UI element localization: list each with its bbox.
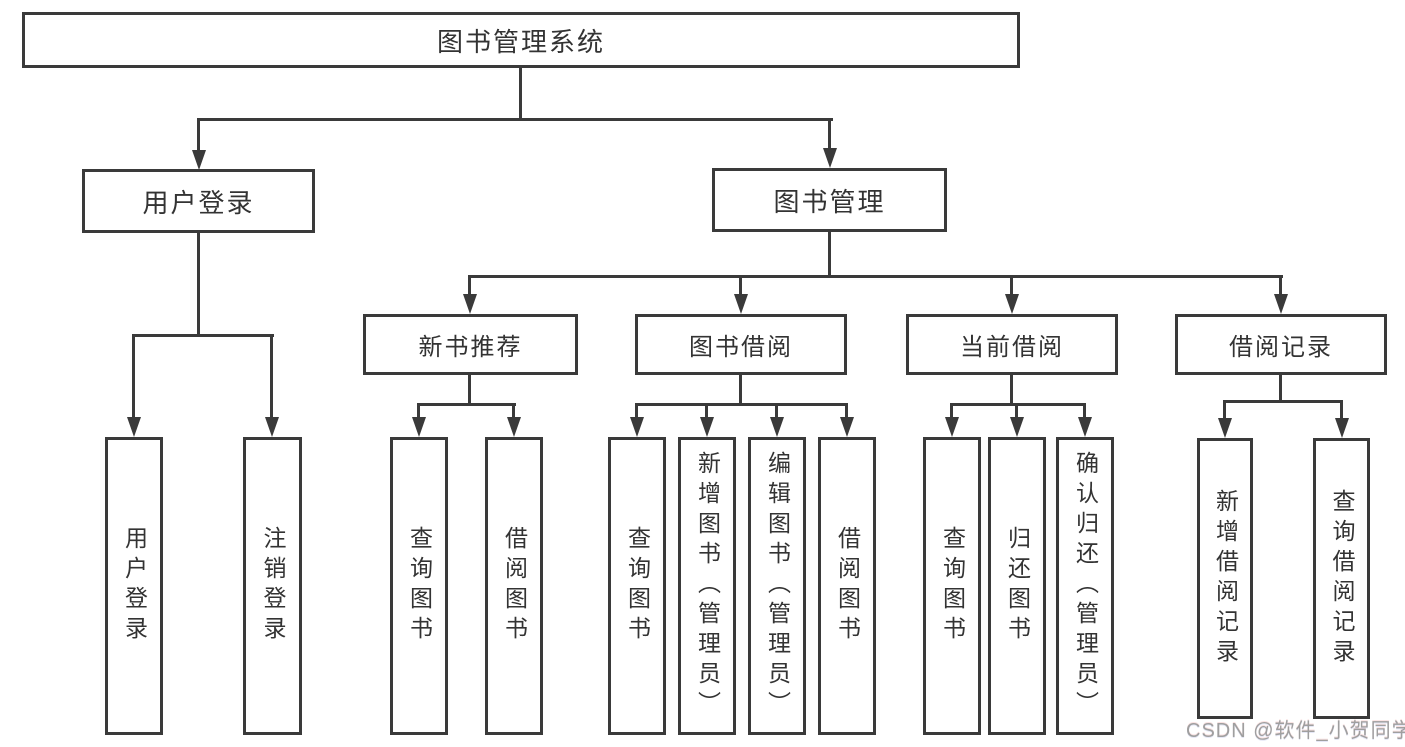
connector-line [775, 403, 778, 419]
connector-line [1279, 372, 1282, 403]
arrow-down-icon [192, 150, 206, 170]
leaf-logout: 注销登录 [243, 437, 302, 735]
node-label: 新书推荐 [418, 334, 523, 361]
node-label: 借阅图书 [501, 526, 528, 646]
connector-line [828, 229, 831, 278]
node-label: 用户登录 [142, 187, 255, 218]
connector-line [1223, 400, 1226, 419]
arrow-down-icon [734, 294, 748, 314]
connector-line [1015, 403, 1018, 419]
connector-line [132, 334, 135, 419]
arrow-down-icon [412, 417, 426, 437]
arrow-down-icon [127, 417, 141, 437]
leaf-query-books-borrowing: 查询图书 [608, 437, 666, 735]
leaf-add-book-admin: 新增图书（管理员） [678, 437, 736, 735]
node-book-management-system: 图书管理系统 [22, 12, 1020, 68]
connector-line [635, 403, 848, 406]
connector-line [468, 275, 471, 296]
leaf-confirm-return-admin: 确认归还（管理员） [1056, 437, 1114, 735]
node-label: 用户登录 [121, 526, 148, 646]
connector-line [1279, 275, 1282, 296]
node-label: 新增借阅记录 [1212, 488, 1239, 669]
connector-line [468, 275, 1283, 278]
connector-line [270, 334, 273, 419]
connector-line [635, 403, 638, 419]
leaf-query-books-current: 查询图书 [923, 437, 981, 735]
connector-line [845, 403, 848, 419]
connector-line [1223, 400, 1343, 403]
arrow-down-icon [630, 417, 644, 437]
arrow-down-icon [1078, 417, 1092, 437]
connector-line [197, 118, 200, 152]
node-label: 图书管理 [773, 186, 886, 217]
node-label: 编辑图书（管理员） [764, 451, 791, 721]
node-book-management: 图书管理 [712, 168, 947, 232]
connector-line [828, 118, 831, 151]
connector-line [739, 275, 742, 296]
connector-line [519, 66, 522, 120]
connector-line [1010, 372, 1013, 406]
leaf-borrow-books: 借阅图书 [818, 437, 876, 735]
connector-line [197, 230, 200, 337]
arrow-down-icon [507, 417, 521, 437]
connector-line [468, 372, 471, 406]
connector-line [950, 403, 953, 419]
connector-line [705, 403, 708, 419]
connector-line [1010, 275, 1013, 296]
node-book-borrowing: 图书借阅 [635, 314, 847, 375]
node-label: 图书管理系统 [436, 26, 605, 57]
connector-line [512, 403, 515, 419]
node-borrowing-records: 借阅记录 [1175, 314, 1387, 375]
arrow-down-icon [945, 417, 959, 437]
arrow-down-icon [700, 417, 714, 437]
node-user-login: 用户登录 [82, 169, 315, 233]
node-label: 借阅图书 [834, 526, 861, 646]
arrow-down-icon [1218, 418, 1232, 438]
node-label: 图书借阅 [689, 334, 793, 361]
node-label: 归还图书 [1004, 526, 1031, 646]
arrow-down-icon [840, 417, 854, 437]
arrow-down-icon [770, 417, 784, 437]
connector-line [1083, 403, 1086, 419]
node-label: 查询图书 [624, 526, 651, 646]
leaf-query-borrow-record: 查询借阅记录 [1313, 438, 1370, 719]
csdn-watermark: CSDN @软件_小贺同学 [1186, 720, 1405, 742]
arrow-down-icon [1010, 417, 1024, 437]
node-label: 当前借阅 [960, 334, 1064, 361]
connector-line [417, 403, 516, 406]
leaf-borrow-books-recommend: 借阅图书 [485, 437, 543, 735]
node-label: 借阅记录 [1229, 334, 1333, 361]
connector-line [132, 334, 274, 337]
node-label: 查询借阅记录 [1329, 488, 1355, 669]
connector-line [197, 118, 833, 121]
arrow-down-icon [1274, 294, 1288, 314]
leaf-return-books: 归还图书 [988, 437, 1046, 735]
arrow-down-icon [265, 417, 279, 437]
arrow-down-icon [823, 148, 837, 168]
leaf-edit-book-admin: 编辑图书（管理员） [748, 437, 806, 735]
node-label: 查询图书 [406, 526, 433, 646]
connector-line [950, 403, 1086, 406]
node-label: 确认归还（管理员） [1072, 451, 1099, 721]
node-new-book-recommend: 新书推荐 [363, 314, 578, 375]
leaf-user-login: 用户登录 [105, 437, 163, 735]
leaf-query-books-recommend: 查询图书 [390, 437, 448, 735]
connector-line [739, 372, 742, 406]
node-current-borrowing: 当前借阅 [906, 314, 1118, 375]
arrow-down-icon [1335, 418, 1349, 438]
arrow-down-icon [1005, 294, 1019, 314]
node-label: 查询图书 [939, 526, 966, 646]
connector-line [417, 403, 420, 419]
node-label: 注销登录 [260, 526, 286, 646]
arrow-down-icon [463, 294, 477, 314]
leaf-add-borrow-record: 新增借阅记录 [1197, 438, 1253, 719]
node-label: 新增图书（管理员） [694, 451, 721, 721]
connector-line [1340, 400, 1343, 419]
